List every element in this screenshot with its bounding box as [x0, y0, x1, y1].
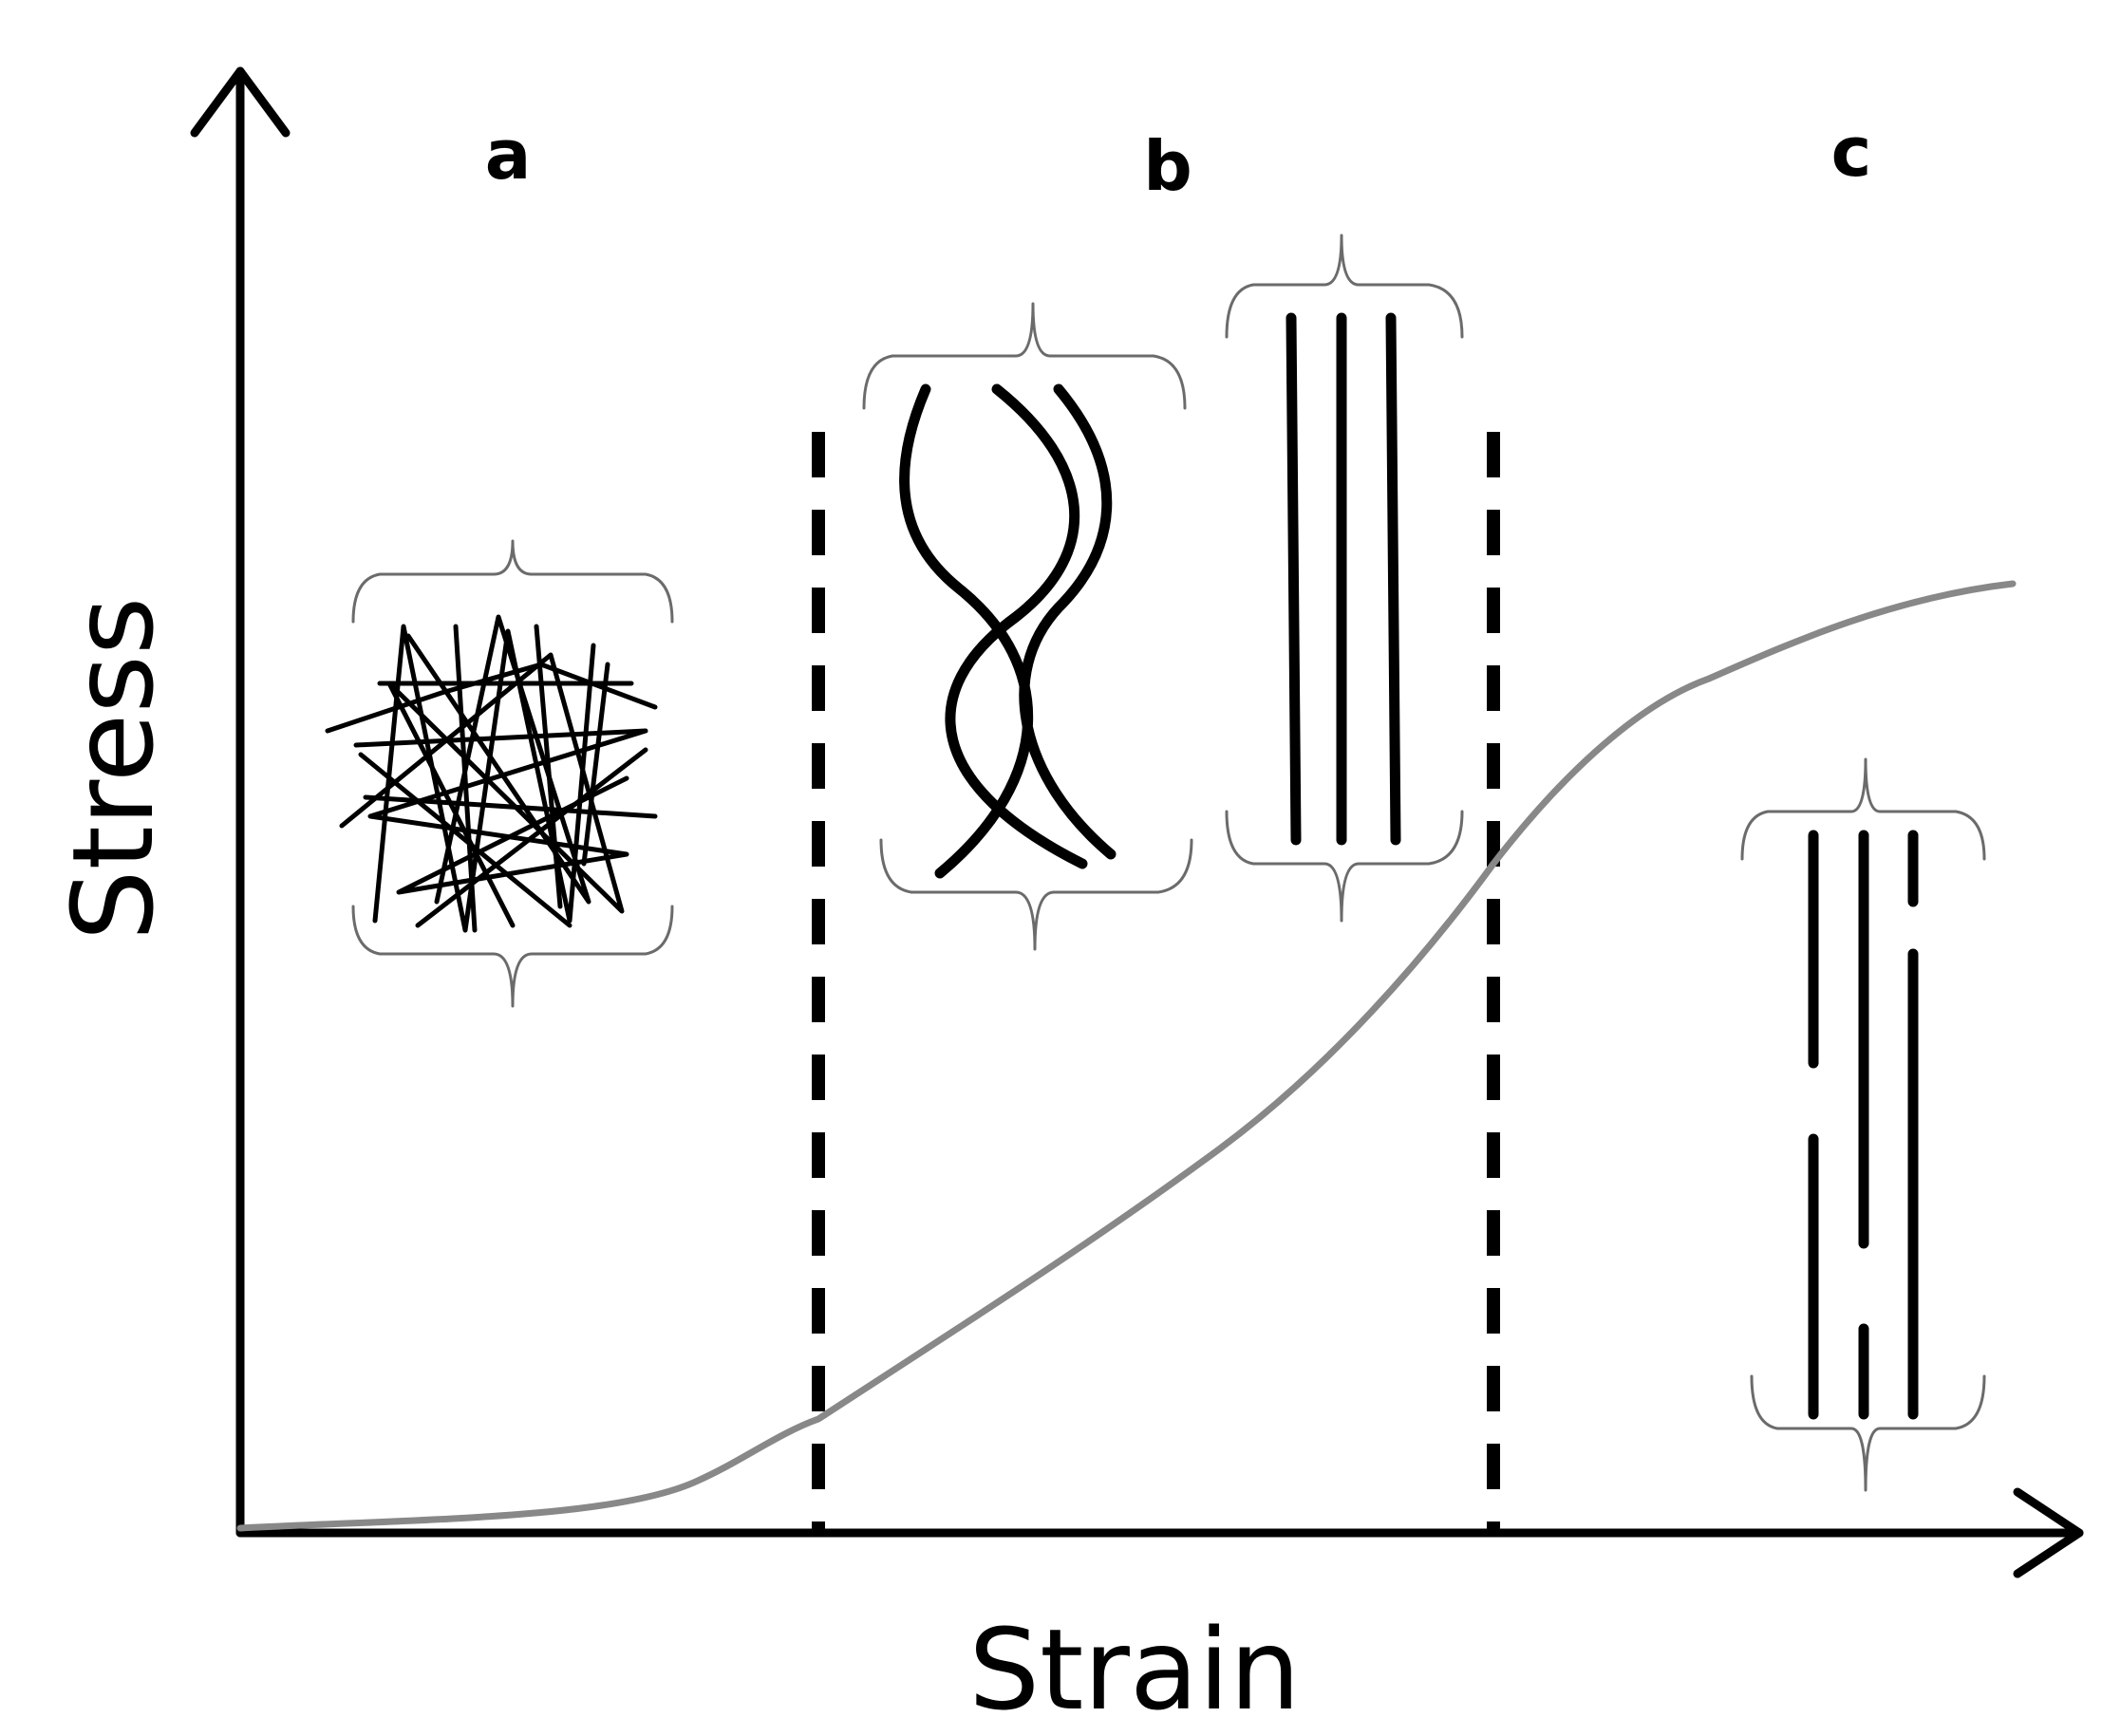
crimped-bundle-brace-bottom: [879, 838, 1193, 951]
crimped-fiber-bundle: [862, 302, 1193, 951]
aligned-bundle-brace-bottom: [1225, 810, 1464, 923]
aligned-fiber-bundle: [1225, 233, 1464, 923]
broken-bundle-brace-bottom: [1750, 1374, 1986, 1492]
y-axis-arrowhead: [190, 66, 291, 138]
x-axis-label: Strain: [968, 1604, 1301, 1735]
y-axis-label: Stress: [47, 597, 178, 942]
region-label-b: b: [1143, 126, 1192, 206]
crimped-bundle-brace-top: [862, 302, 1187, 410]
broken-fiber-bundle: [1740, 757, 1986, 1492]
broken-bundle-brace-top: [1740, 757, 1986, 861]
x-axis-arrowhead: [2013, 1487, 2084, 1578]
fiber-bundle-brace-top: [351, 539, 674, 624]
stress-strain-curve: [236, 580, 2017, 1532]
tangled-fiber-network: [325, 539, 674, 1008]
aligned-bundle-brace-top: [1225, 233, 1464, 339]
region-label-c: c: [1831, 112, 1872, 192]
fiber-bundle-brace-bottom: [351, 905, 674, 1008]
region-label-a: a: [485, 115, 532, 195]
